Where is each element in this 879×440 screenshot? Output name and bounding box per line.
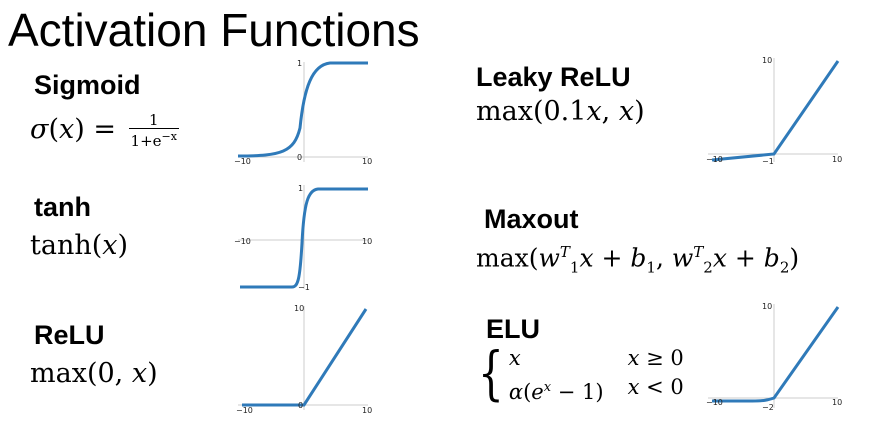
tanh-xmin-label: −10 — [234, 237, 251, 246]
relu-xmin-label: −10 — [236, 406, 253, 415]
maxout-b2: b — [763, 243, 780, 273]
maxout-w1: w — [538, 243, 560, 273]
leaky-relu-ytick-label: −1 — [762, 157, 774, 166]
elu-case1-cond: x ≥ 0 — [628, 344, 684, 373]
leaky-relu-ytop-label: 10 — [762, 56, 772, 65]
sigmoid-den-exp: −x — [161, 130, 177, 143]
elu-case2-cond: x < 0 — [628, 373, 684, 407]
maxout-b1: b — [630, 243, 647, 273]
sigmoid-xmin-label: −10 — [234, 157, 251, 166]
elu-xmin-label: −10 — [706, 398, 723, 407]
maxout-b1-sub: 1 — [646, 258, 656, 277]
elu-case1-cond-op: ≥ 0 — [646, 346, 684, 370]
tanh-xmax-label: 10 — [362, 237, 372, 246]
page-title: Activation Functions — [8, 4, 420, 56]
leaky-relu-formula: max(0.1x, x) — [476, 96, 645, 127]
sigmoid-var: x — [58, 114, 75, 145]
relu-name: ReLU — [34, 320, 105, 350]
sigmoid-xmax-label: 10 — [362, 157, 372, 166]
relu-arg0: 0 — [97, 358, 115, 389]
elu-exp: x — [543, 380, 552, 395]
elu-case2-expr: α(ex − 1) — [508, 380, 604, 404]
elu-ytop-label: 10 — [762, 302, 772, 311]
leaky-relu-var1: x — [586, 96, 602, 127]
tanh-curve — [240, 187, 368, 289]
elu-case2-tail: − 1) — [557, 380, 604, 404]
elu-ytick-label: −2 — [762, 403, 774, 412]
elu-formula: { x x ≥ 0 α(ex − 1) x < 0 — [478, 344, 684, 407]
elu-brace: { — [478, 339, 504, 407]
sigmoid-den-base: 1+e — [130, 132, 162, 150]
sigmoid-origin-label: 0 — [297, 153, 302, 162]
maxout-var2: x — [712, 243, 727, 273]
elu-case2-cond-op: < 0 — [646, 375, 684, 399]
tanh-name: tanh — [34, 192, 91, 222]
tanh-var: x — [102, 230, 118, 261]
relu-formula: max(0, x) — [30, 358, 158, 389]
elu-cases: x x ≥ 0 α(ex − 1) x < 0 — [509, 344, 684, 407]
maxout-w2-sub: 2 — [703, 258, 713, 277]
sigmoid-name: Sigmoid — [34, 70, 141, 100]
tanh-ytop-label: 1 — [298, 184, 303, 193]
elu-e: e — [531, 380, 544, 404]
sigmoid-denominator: 1+e−x — [128, 128, 179, 150]
maxout-fn: max — [476, 243, 529, 273]
sigmoid-symbol: σ — [30, 114, 49, 145]
leaky-relu-fn: max — [476, 96, 533, 127]
leaky-relu-plot: −10 10 10 −1 — [706, 56, 842, 166]
tanh-ybottom-label: −1 — [298, 283, 310, 292]
elu-plot: −10 10 10 −2 — [706, 302, 842, 412]
sigmoid-ytop-label: 1 — [297, 59, 302, 68]
relu-xmax-label: 10 — [362, 406, 372, 415]
leaky-relu-xmax-label: 10 — [832, 155, 842, 164]
leaky-relu-coef: 0.1 — [543, 96, 587, 127]
maxout-name: Maxout — [484, 204, 579, 234]
tanh-plot: −10 10 1 −1 — [234, 184, 372, 292]
maxout-b2-sub: 2 — [779, 258, 790, 277]
sigmoid-numerator: 1 — [148, 111, 159, 129]
maxout-w2: w — [671, 243, 694, 273]
maxout-formula: max(wT1x + b1, wT2x + b2) — [476, 243, 800, 277]
maxout-w1-sub: 1 — [569, 258, 580, 277]
relu-fn: max — [30, 358, 87, 389]
leaky-relu-var2: x — [618, 96, 635, 127]
relu-curve — [242, 308, 368, 407]
sigmoid-curve — [237, 61, 368, 158]
maxout-t1: T — [559, 243, 570, 261]
elu-curve — [712, 306, 840, 403]
tanh-fn: tanh — [30, 230, 92, 261]
maxout-var1: x — [579, 243, 594, 273]
tanh-formula: tanh(x) — [30, 230, 129, 261]
elu-name: ELU — [486, 314, 540, 344]
elu-case2-cond-var: x — [627, 375, 640, 399]
relu-plot: −10 10 10 0 — [236, 304, 372, 415]
relu-origin-label: 0 — [298, 401, 303, 410]
elu-case1-cond-var: x — [627, 346, 640, 370]
leaky-relu-xmin-label: −10 — [706, 155, 723, 164]
elu-case1-var: x — [508, 346, 521, 370]
sigmoid-plot: −10 10 1 0 — [234, 59, 372, 166]
leaky-relu-curve — [711, 60, 840, 162]
leaky-relu-name: Leaky ReLU — [476, 62, 631, 92]
maxout-t2: T — [693, 243, 704, 261]
elu-alpha: α — [508, 380, 524, 404]
relu-var: x — [131, 358, 148, 389]
relu-ytop-label: 10 — [294, 304, 304, 313]
elu-xmax-label: 10 — [832, 398, 842, 407]
elu-case1-expr: x — [509, 344, 604, 373]
